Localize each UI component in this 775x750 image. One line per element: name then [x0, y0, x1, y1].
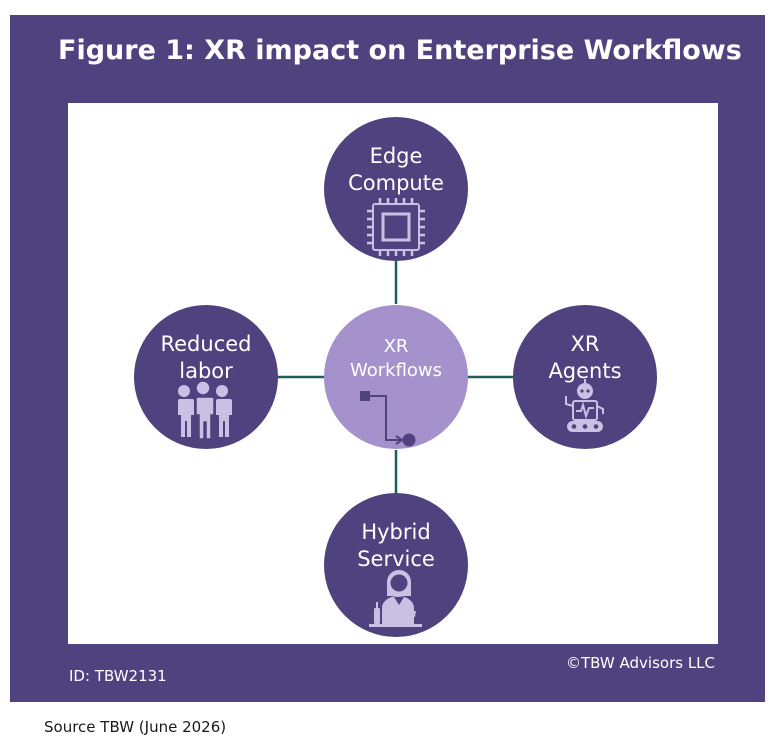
service-person-icon [369, 570, 422, 627]
chip-icon [367, 198, 425, 256]
figure-id: ID: TBW2131 [69, 667, 167, 685]
node-left-circle [134, 305, 278, 449]
node-left-line1: Reduced [160, 332, 252, 356]
node-center-label: XR Workflows [321, 335, 471, 383]
figure-title: Figure 1: XR impact on Enterprise Workfl… [58, 35, 742, 66]
node-top-line1: Edge [369, 144, 423, 168]
node-center-circle [324, 305, 468, 449]
node-left-label: Reduced labor [131, 331, 281, 385]
node-bottom-line1: Hybrid [361, 520, 431, 544]
diagram-canvas [134, 117, 657, 637]
node-left-line2: labor [179, 359, 233, 383]
diagram-panel: Edge Compute Reduced labor XR Workflows … [68, 103, 718, 644]
copyright-text: ©TBW Advisors LLC [566, 654, 716, 672]
node-top-line2: Compute [348, 171, 444, 195]
node-top-circle [324, 117, 468, 261]
people-icon [176, 380, 232, 440]
node-bottom-line2: Service [357, 547, 435, 571]
node-right-circle [513, 305, 657, 449]
node-center-line2: Workflows [349, 360, 443, 381]
workflow-icon [360, 391, 416, 447]
node-bottom-label: Hybrid Service [321, 519, 471, 573]
node-center-line1: XR [383, 336, 409, 357]
robot-icon [565, 379, 604, 432]
node-right-line2: Agents [548, 359, 622, 383]
node-right-label: XR Agents [510, 331, 660, 385]
node-top-label: Edge Compute [321, 143, 471, 197]
node-bottom-circle [324, 493, 468, 637]
node-right-line1: XR [570, 332, 600, 356]
source-caption: Source TBW (June 2026) [44, 718, 227, 736]
